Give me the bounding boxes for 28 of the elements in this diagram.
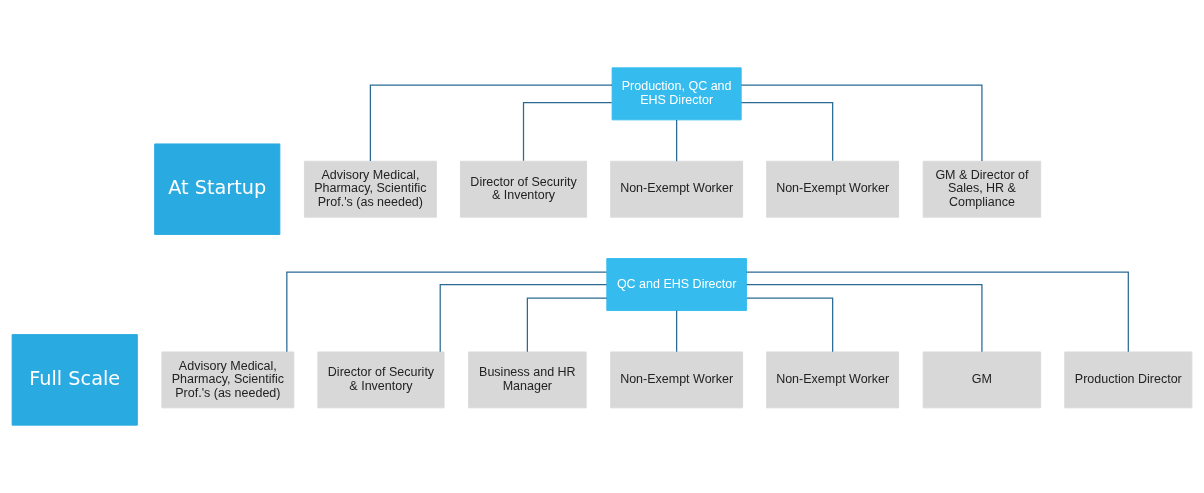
- node-box: Non-Exempt Worker: [610, 351, 744, 409]
- connector: [746, 297, 834, 353]
- connector: [369, 84, 613, 162]
- node-box: At Startup: [154, 143, 281, 235]
- node-box: Advisory Medical, Pharmacy, Scientific Prof.'s (as needed): [303, 160, 437, 218]
- node-box: GM & Director of Sales, HR & Compliance: [922, 160, 1042, 218]
- node-box: Full Scale: [11, 334, 138, 426]
- connector: [745, 271, 1129, 353]
- node-box: Non-Exempt Worker: [610, 160, 744, 218]
- connector: [740, 101, 834, 162]
- connector: [746, 283, 983, 353]
- connector: [522, 101, 613, 162]
- connector: [286, 271, 608, 353]
- node-box: Advisory Medical, Pharmacy, Scientific Prof.'s (as needed): [161, 351, 295, 409]
- node-box: Director of Security & Inventory: [317, 351, 445, 409]
- node-box: Business and HR Manager: [468, 351, 587, 409]
- connector: [676, 309, 678, 353]
- node-box: QC and EHS Director: [606, 258, 747, 312]
- connector: [676, 119, 678, 162]
- node-box: Production Director: [1064, 351, 1193, 409]
- node-box: GM: [922, 351, 1042, 409]
- connector: [740, 84, 983, 162]
- connector: [526, 297, 608, 353]
- node-box: Production, QC and EHS Director: [611, 67, 742, 121]
- connector: [439, 283, 608, 353]
- node-box: Non-Exempt Worker: [766, 160, 900, 218]
- node-box: Director of Security & Inventory: [459, 160, 588, 218]
- node-box: Non-Exempt Worker: [766, 351, 900, 409]
